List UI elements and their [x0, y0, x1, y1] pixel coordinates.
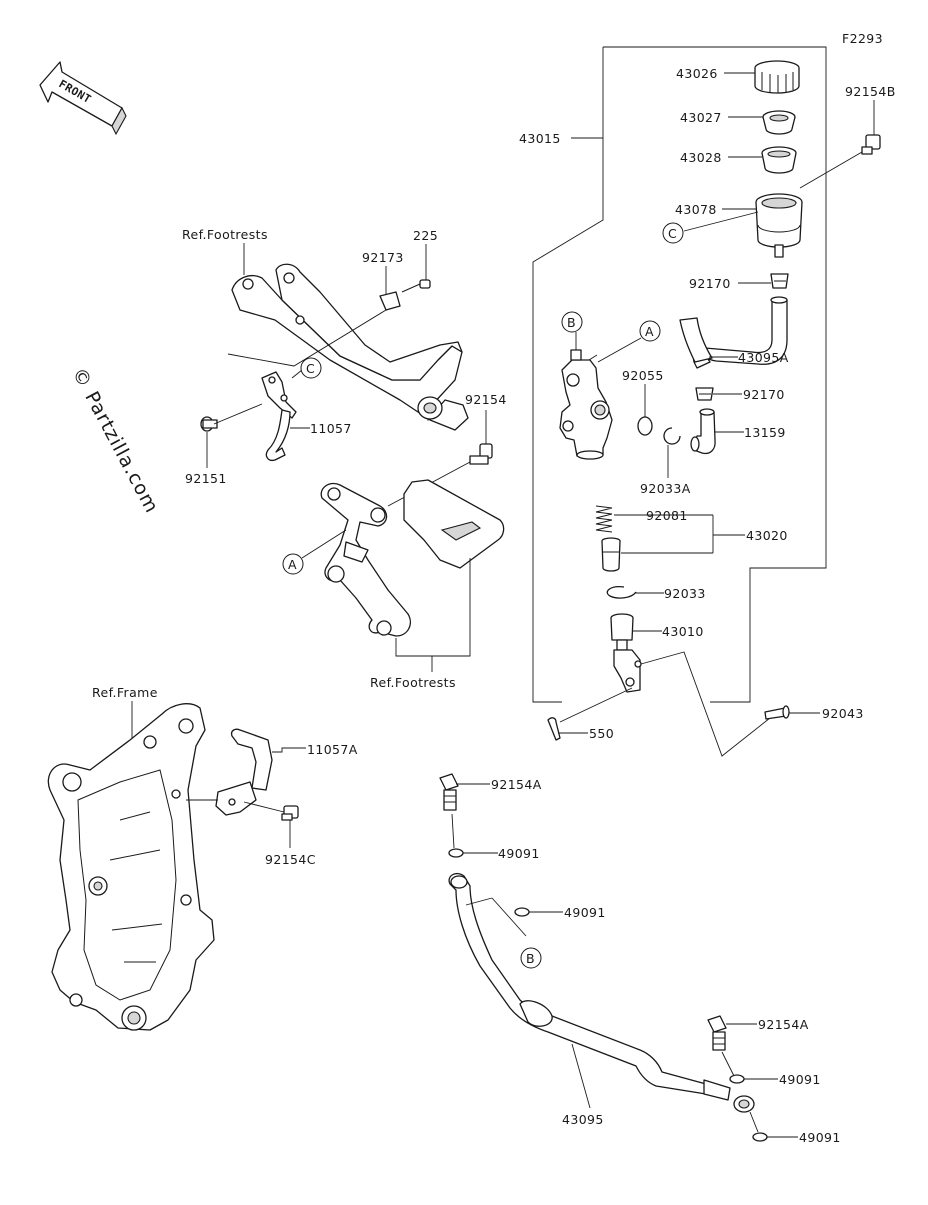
watermark-text: © Partzilla.com — [68, 364, 163, 517]
label-43015: 43015 — [519, 131, 561, 146]
label-49091-d: 49091 — [799, 1130, 841, 1145]
label-49091-a: 49091 — [498, 846, 540, 861]
brake-pedal — [320, 482, 411, 637]
ref-footrests-top: Ref.Footrests — [182, 227, 268, 242]
label-43095: 43095 — [562, 1112, 604, 1127]
diaphragm-43028 — [761, 146, 797, 174]
clamp-92170-upper — [770, 273, 789, 289]
label-225: 225 — [413, 228, 438, 243]
label-43026: 43026 — [676, 66, 718, 81]
label-49091-c: 49091 — [779, 1072, 821, 1087]
callout-c-reservoir — [662, 222, 684, 244]
label-92154c: 92154C — [265, 852, 316, 867]
washer-49091-c — [729, 1074, 745, 1084]
footrest-bracket-top — [231, 263, 469, 431]
label-92170-lower: 92170 — [743, 387, 785, 402]
callout-a-pedal-letter: A — [288, 557, 297, 572]
ref-frame: Ref.Frame — [92, 685, 158, 700]
bolt-92154c — [281, 805, 299, 821]
label-92154a-lower: 92154A — [758, 1017, 809, 1032]
ref-footrests-mid: Ref.Footrests — [370, 675, 456, 690]
callout-b-hose-letter: B — [526, 951, 535, 966]
reservoir-cap-43026 — [754, 60, 800, 94]
cotter-pin-550 — [547, 717, 561, 741]
washer-49091-d — [752, 1132, 768, 1142]
label-92173: 92173 — [362, 250, 404, 265]
label-11057: 11057 — [310, 421, 352, 436]
washer-49091-a — [448, 848, 464, 858]
master-cylinder-body — [559, 349, 613, 460]
callout-a-cylinder — [639, 320, 661, 342]
callout-c-reservoir-letter: C — [668, 226, 677, 241]
label-43028: 43028 — [680, 150, 722, 165]
callout-b-cylinder-letter: B — [567, 315, 576, 330]
spring-92081 — [595, 505, 613, 533]
screw-225 — [401, 279, 431, 293]
callout-c-bracket — [300, 357, 322, 379]
label-92033a: 92033A — [640, 481, 691, 496]
label-92154b: 92154B — [845, 84, 896, 99]
diaphragm-plate-43027 — [762, 110, 796, 135]
label-92081: 92081 — [646, 508, 688, 523]
fitting-13159 — [690, 408, 716, 455]
oring-92055 — [637, 416, 653, 436]
reservoir-43078 — [755, 193, 803, 258]
circlip-92033 — [606, 586, 637, 599]
label-49091-b: 49091 — [564, 905, 606, 920]
bracket-11057 — [261, 371, 297, 462]
front-arrow-icon: FRONT — [39, 61, 127, 136]
screw-92151 — [200, 416, 218, 432]
bolt-92154b — [861, 134, 881, 155]
banjo-bolt-92154a-upper — [439, 773, 459, 811]
group-43015-bracket — [532, 46, 827, 703]
bolt-92154 — [469, 443, 493, 465]
label-43078: 43078 — [675, 202, 717, 217]
callout-a-pedal — [282, 553, 304, 575]
bracket-11057a — [215, 728, 273, 816]
washer-49091-b — [514, 907, 530, 917]
label-11057a: 11057A — [307, 742, 358, 757]
label-92033: 92033 — [664, 586, 706, 601]
circlip-92033a — [663, 427, 681, 445]
label-92154: 92154 — [465, 392, 507, 407]
callout-b-hose — [520, 947, 542, 969]
clamp-92170-lower — [695, 387, 714, 401]
label-43027: 43027 — [680, 110, 722, 125]
label-13159: 13159 — [744, 425, 786, 440]
banjo-bolt-92154a-lower — [707, 1015, 727, 1051]
label-550: 550 — [589, 726, 614, 741]
label-92043: 92043 — [822, 706, 864, 721]
label-43010: 43010 — [662, 624, 704, 639]
label-92170-upper: 92170 — [689, 276, 731, 291]
label-43020: 43020 — [746, 528, 788, 543]
label-92151: 92151 — [185, 471, 227, 486]
pushrod-43010 — [610, 613, 642, 693]
heel-guard-plate — [403, 479, 505, 569]
callout-b-cylinder — [561, 311, 583, 333]
piston — [601, 537, 621, 572]
pin-92043 — [764, 705, 790, 720]
label-92055: 92055 — [622, 368, 664, 383]
brake-hose-43095 — [448, 872, 755, 1113]
clip-92173 — [379, 291, 401, 311]
diagram-code: F2293 — [842, 31, 883, 46]
callout-a-cylinder-letter: A — [645, 324, 654, 339]
label-92154a-upper: 92154A — [491, 777, 542, 792]
label-43095a: 43095A — [738, 350, 789, 365]
callout-c-bracket-letter: C — [306, 361, 315, 376]
frame-ref — [47, 703, 215, 1031]
hose-43095a — [692, 299, 788, 369]
